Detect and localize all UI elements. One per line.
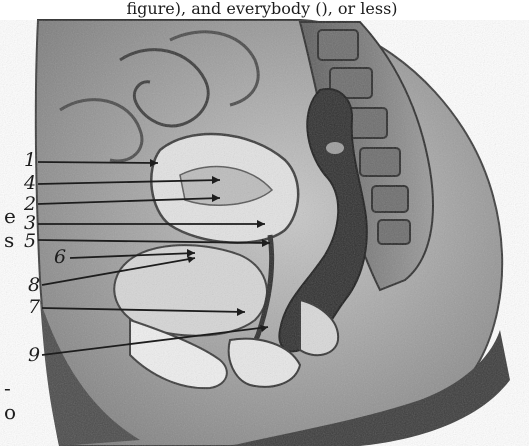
cropped-top-text: figure), and everybody (), or less) <box>126 0 397 18</box>
side-fragment-s: s <box>4 230 14 250</box>
label-6: 6 <box>54 248 66 267</box>
label-4: 4 <box>24 174 36 193</box>
label-9: 9 <box>28 346 40 365</box>
label-1: 1 <box>24 151 36 170</box>
label-7: 7 <box>28 298 40 317</box>
label-8: 8 <box>28 276 40 295</box>
side-fragment-o: o <box>4 402 16 422</box>
label-5: 5 <box>24 232 36 251</box>
side-fragment-dash: - <box>4 378 11 398</box>
side-fragment-e: e <box>4 206 16 226</box>
